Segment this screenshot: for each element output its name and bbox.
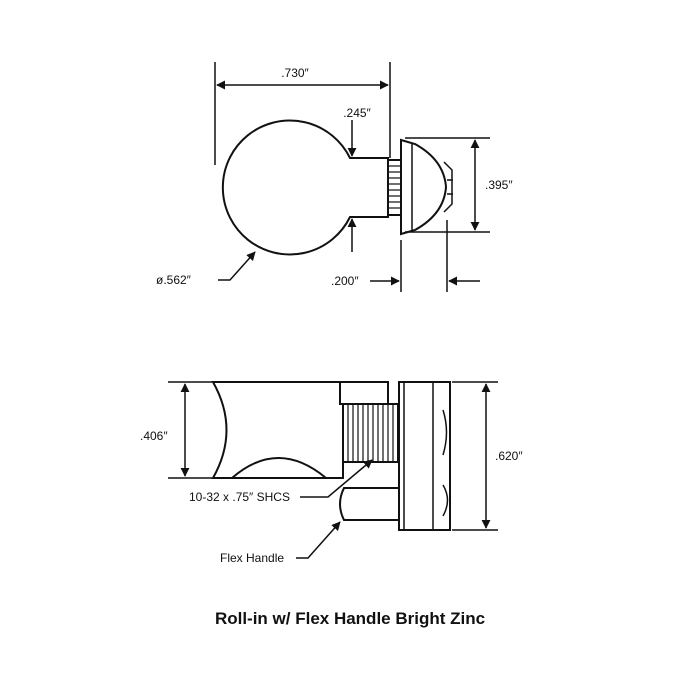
dome-rim	[400, 138, 448, 236]
top-view	[214, 62, 490, 292]
flange-plate	[398, 381, 451, 531]
dim-stem-offset: .245″	[343, 106, 371, 120]
dim-diameter-leader	[218, 251, 256, 281]
handle-callout-leader	[296, 521, 341, 559]
dim-overall-height: .620″	[495, 449, 523, 463]
dim-overall-width: .730″	[281, 66, 309, 80]
body-block	[211, 381, 346, 479]
handle-callout-label: Flex Handle	[220, 551, 284, 565]
dim-rim-width: .200″	[331, 274, 359, 288]
side-view	[168, 381, 498, 559]
threaded-nut	[387, 159, 402, 216]
product-caption: Roll-in w/ Flex Handle Bright Zinc	[214, 609, 486, 628]
wheel-outline	[221, 119, 389, 256]
screw-thread-lines	[347, 404, 394, 462]
screw-callout-leader	[300, 459, 373, 498]
dim-rim-height: .395″	[485, 178, 513, 192]
flex-handle-rod	[339, 487, 400, 521]
dim-wheel-diameter: ø.562″	[156, 273, 192, 287]
dim-body-height: .406″	[140, 429, 168, 443]
screw-threads	[342, 403, 399, 463]
extension-lines	[214, 62, 490, 292]
thread-lines	[388, 165, 401, 209]
side-extension-lines	[168, 381, 498, 531]
screw-callout-label: 10-32 x .75″ SHCS	[189, 490, 290, 504]
